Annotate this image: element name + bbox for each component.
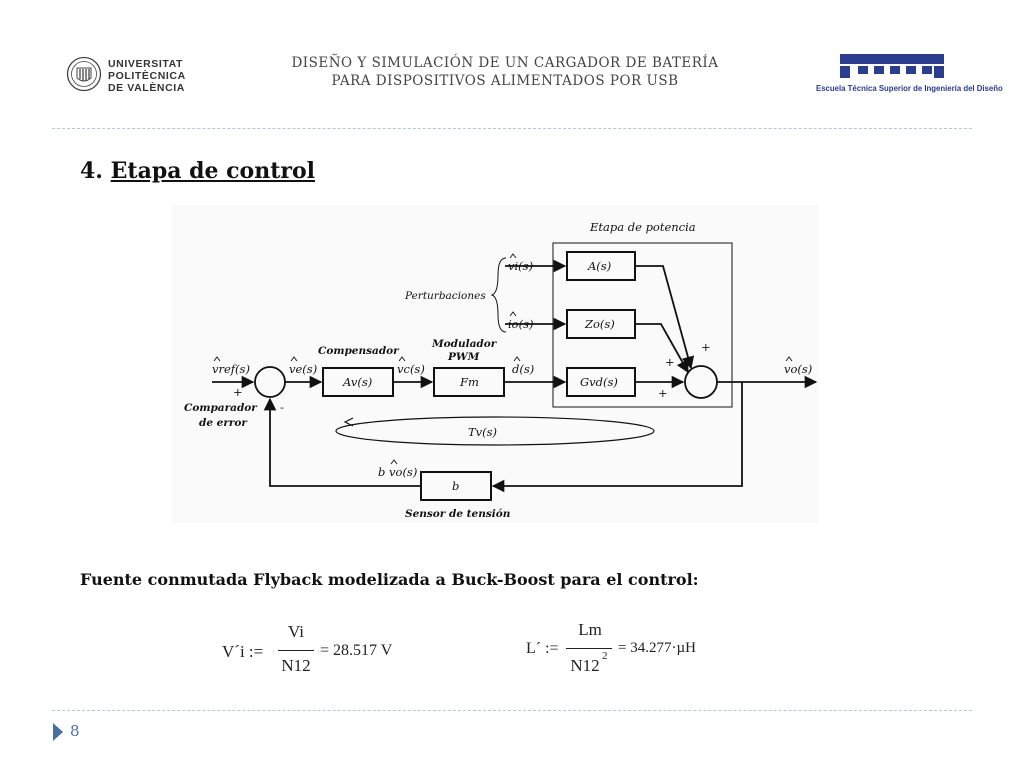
sign-plus-a: + [701, 340, 711, 354]
upv-logo: UNIVERSITAT POLITÈCNICA DE VALÈNCIA [66, 56, 186, 98]
formula-vi-numerator: Vi [288, 622, 304, 641]
formula-vi-result: = 28.517 V [320, 642, 393, 659]
compensator-label: Compensador [318, 345, 400, 357]
block-fm-label: Fm [459, 375, 479, 389]
block-av-label: Av(s) [342, 375, 372, 389]
formula-l-numerator: Lm [578, 620, 602, 639]
triangle-marker-icon [53, 723, 63, 741]
sign-plus-ref: + [233, 385, 243, 399]
block-gvd-label: Gvd(s) [580, 375, 618, 389]
formula-vi-fraction-bar [278, 650, 314, 651]
formula-vi-lhs: V´i := [222, 642, 264, 661]
university-line-3: DE VALÈNCIA [108, 82, 185, 94]
formula-l-fraction-bar [566, 648, 612, 649]
signal-vc: vc(s) [397, 362, 425, 376]
formula-l-result: = 34.277·µH [618, 640, 696, 656]
disturbances-label: Perturbaciones [404, 290, 486, 302]
school-emblem-icon [840, 54, 944, 78]
university-line-2: POLITÈCNICA [108, 70, 186, 82]
university-name: UNIVERSITAT POLITÈCNICA DE VALÈNCIA [108, 58, 186, 94]
formula-l-prime: L´ := Lm N12 2 = 34.277·µH [526, 620, 726, 686]
formula-l-exponent: 2 [602, 650, 608, 662]
sensor-label: Sensor de tensión [405, 508, 510, 520]
comparator-label-2: de error [199, 417, 248, 429]
document-title: DISEÑO Y SIMULACIÓN DE UN CARGADOR DE BA… [230, 54, 780, 90]
document-title-line-1: DISEÑO Y SIMULACIÓN DE UN CARGADOR DE BA… [291, 55, 719, 71]
loop-gain-ellipse [335, 416, 655, 446]
stage-label: Etapa de potencia [589, 220, 696, 234]
university-line-1: UNIVERSITAT [108, 58, 184, 70]
block-b-label: b [452, 479, 459, 493]
university-seal-icon [66, 56, 102, 92]
sign-plus-zo: + [665, 355, 675, 369]
signal-vref: vref(s) [212, 362, 250, 376]
signal-vo: vo(s) [784, 362, 812, 376]
block-a-label: A(s) [587, 259, 611, 273]
footer-divider [52, 710, 972, 711]
formula-vi-denominator: N12 [281, 656, 311, 675]
modulator-label-2: PWM [447, 351, 480, 363]
signal-vi: vi(s) [508, 259, 533, 273]
sign-plus-gvd: + [658, 386, 668, 400]
modulator-label-1: Modulador [431, 338, 498, 350]
signal-bvo: b vo(s) [378, 465, 417, 479]
model-subtitle: Fuente conmutada Flyback modelizada a Bu… [80, 570, 699, 589]
signal-tv: Tv(s) [468, 425, 497, 439]
section-title: 4. Etapa de control [80, 158, 315, 184]
signal-ve: ve(s) [289, 362, 317, 376]
formula-l-denominator: N12 [570, 656, 600, 675]
school-name: Escuela Técnica Superior de Ingeniería d… [816, 84, 1003, 93]
block-zo-label: Zo(s) [584, 317, 615, 331]
formula-l-lhs: L´ := [526, 640, 559, 657]
signal-io: io(s) [508, 317, 533, 331]
formula-vi-prime: V´i := Vi N12 = 28.517 V [222, 622, 402, 686]
signal-d: d(s) [512, 362, 534, 376]
comparator-label-1: Comparador [184, 402, 258, 414]
document-title-line-2: PARA DISPOSITIVOS ALIMENTADOS POR USB [331, 73, 679, 89]
school-logo: Escuela Técnica Superior de Ingeniería d… [812, 52, 1003, 98]
header-divider [52, 128, 972, 129]
power-stage-frame [552, 242, 733, 408]
page-number: 8 [70, 722, 80, 740]
control-block-diagram: Etapa de potencia Perturbaciones Compara… [172, 205, 818, 523]
sign-minus-feedback: - [280, 400, 284, 414]
section-heading: Etapa de control [110, 158, 316, 184]
section-number: 4. [80, 158, 103, 184]
